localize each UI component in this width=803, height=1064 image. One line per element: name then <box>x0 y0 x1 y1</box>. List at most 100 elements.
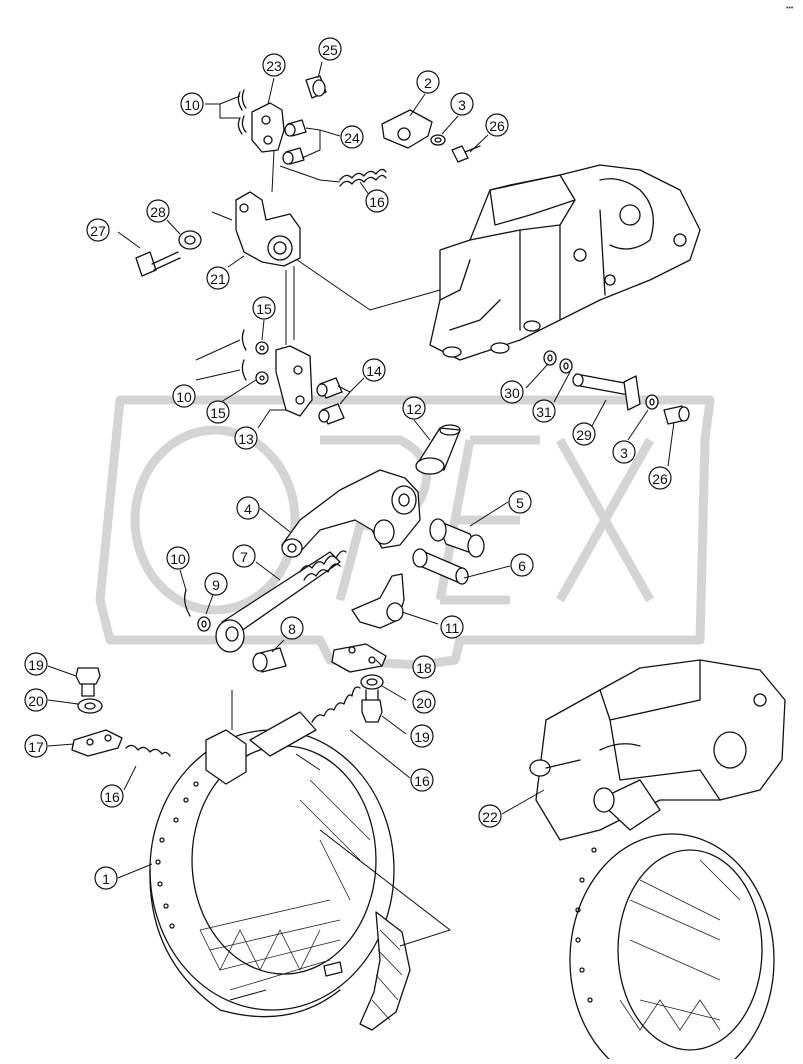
callout-circle <box>340 125 364 149</box>
callout-circle <box>612 440 636 464</box>
callout-circle <box>410 724 434 748</box>
callout-number: 1 <box>102 871 110 887</box>
callout-number: 25 <box>322 42 338 58</box>
callout-c15a: 15 <box>252 296 276 320</box>
callout-number: 28 <box>150 204 166 220</box>
callout-number: 3 <box>458 97 466 113</box>
callout-circle <box>280 616 304 640</box>
callout-number: 20 <box>416 695 432 711</box>
callout-c19b: 19 <box>410 724 434 748</box>
callout-number: 12 <box>406 401 422 417</box>
washer-20-right <box>360 674 384 690</box>
callout-circle <box>166 546 190 570</box>
callout-circle <box>510 553 534 577</box>
callout-c16b: 16 <box>410 768 434 792</box>
washer-28 <box>178 230 202 250</box>
callout-c2: 2 <box>416 70 440 94</box>
callout-circle <box>478 804 502 828</box>
callout-circle <box>24 688 48 712</box>
callout-c10a: 10 <box>180 92 204 116</box>
callout-circle <box>86 218 110 242</box>
callout-circle <box>410 768 434 792</box>
leader-line <box>195 266 295 381</box>
callout-number: 15 <box>256 301 272 317</box>
callout-c16c: 16 <box>100 784 124 808</box>
callout-c10b: 10 <box>172 384 196 408</box>
callout-number: 3 <box>620 445 628 461</box>
callout-circle <box>318 37 342 61</box>
callout-circle <box>180 92 204 116</box>
callout-circle <box>206 400 230 424</box>
assembled-view-22 <box>529 659 786 1064</box>
washer-31 <box>559 358 573 374</box>
callout-circle <box>412 690 436 714</box>
callout-number: 15 <box>210 405 226 421</box>
callout-circle <box>508 490 532 514</box>
callout-circle <box>234 426 258 450</box>
callout-c10c: 10 <box>166 546 190 570</box>
bolt-19-right <box>361 689 383 723</box>
callout-c25: 25 <box>318 37 342 61</box>
spring-16-top <box>339 168 387 187</box>
callout-circle <box>362 358 386 382</box>
callout-circle <box>485 113 509 137</box>
callout-number: 4 <box>244 501 252 517</box>
callout-c13: 13 <box>234 426 258 450</box>
callout-number: 23 <box>266 58 282 74</box>
washer-9 <box>197 616 211 632</box>
callout-circle <box>440 615 464 639</box>
callout-number: 5 <box>516 495 524 511</box>
callout-c21: 21 <box>206 266 230 290</box>
callout-circle <box>572 422 596 446</box>
callout-c26a: 26 <box>485 113 509 137</box>
callout-number: 29 <box>576 427 592 443</box>
washers-15 <box>255 341 269 385</box>
callout-c20a: 20 <box>24 688 48 712</box>
callout-circle <box>204 572 228 596</box>
callout-c17: 17 <box>24 734 48 758</box>
callout-circle <box>94 866 118 890</box>
callout-number: 8 <box>288 621 296 637</box>
callout-number: 13 <box>238 431 254 447</box>
callout-number: 16 <box>369 194 385 210</box>
bracket-13 <box>275 345 313 417</box>
callout-circle <box>262 53 286 77</box>
cotter-pins-10-top <box>237 89 247 135</box>
callout-circle <box>172 384 196 408</box>
callout-circle <box>24 652 48 676</box>
corner-mark: ••• <box>786 5 794 12</box>
callout-circle <box>648 466 672 490</box>
callout-c24: 24 <box>340 125 364 149</box>
callout-c9: 9 <box>204 572 228 596</box>
callout-c29: 29 <box>572 422 596 446</box>
bolt-26-right <box>663 405 690 425</box>
callout-number: 30 <box>504 385 520 401</box>
callout-c27: 27 <box>86 218 110 242</box>
callout-c3b: 3 <box>612 440 636 464</box>
callout-number: 10 <box>170 551 186 567</box>
callout-c18: 18 <box>412 655 436 679</box>
callout-number: 24 <box>344 130 360 146</box>
callout-circle <box>402 396 426 420</box>
spring-16-center <box>311 686 361 723</box>
callout-number: 10 <box>184 97 200 113</box>
bracket-23 <box>251 102 285 153</box>
bracket-21 <box>235 191 301 267</box>
callout-number: 2 <box>424 75 432 91</box>
callout-c22: 22 <box>478 804 502 828</box>
callout-number: 14 <box>366 363 382 379</box>
callout-c26b: 26 <box>648 466 672 490</box>
spring-16-left <box>125 744 171 757</box>
callout-circle <box>365 189 389 213</box>
callout-circle <box>500 380 524 404</box>
callout-c3a: 3 <box>450 92 474 116</box>
callout-number: 22 <box>482 809 498 825</box>
callout-number: 19 <box>28 657 44 673</box>
callout-c19a: 19 <box>24 652 48 676</box>
bracket-2 <box>381 109 433 149</box>
washer-20-left <box>77 698 103 714</box>
callout-c14: 14 <box>362 358 386 382</box>
callout-number: 16 <box>104 789 120 805</box>
